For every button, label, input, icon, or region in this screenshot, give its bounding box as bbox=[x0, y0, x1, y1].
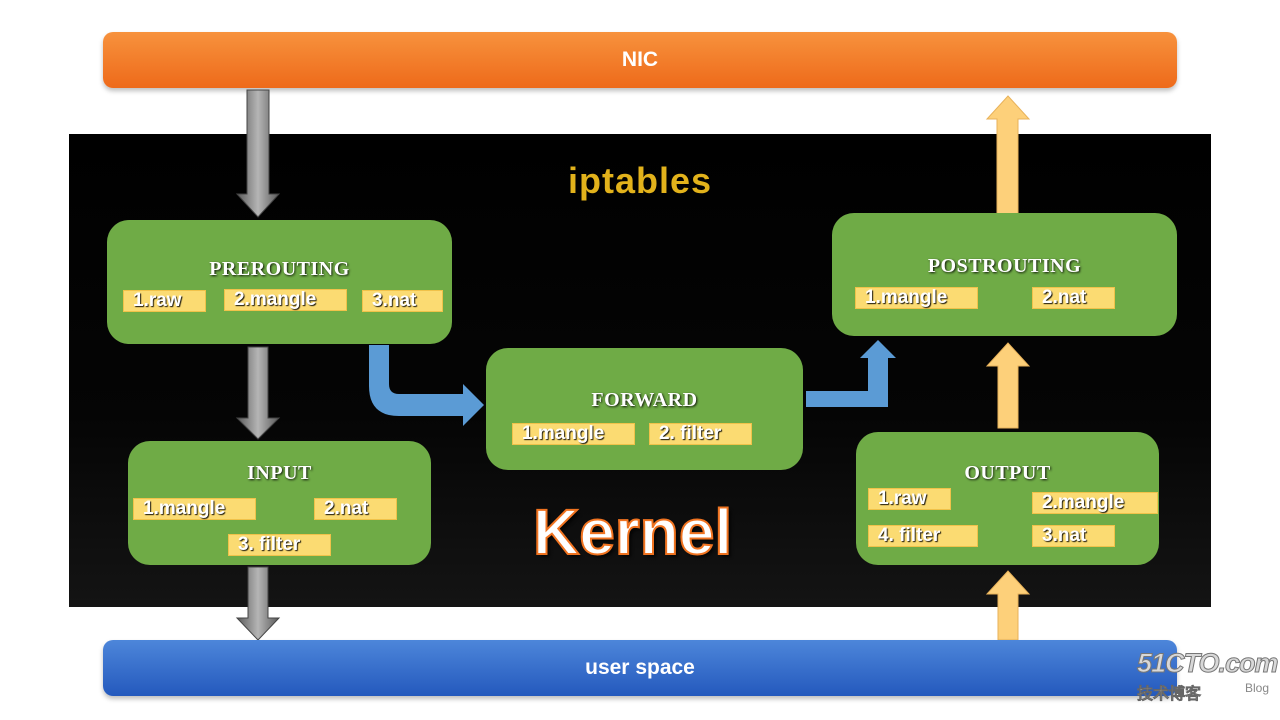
table-input-mangle: 1.mangle bbox=[133, 498, 256, 520]
table-forward-mangle: 1.mangle bbox=[512, 423, 635, 445]
arrow-input-to-userspace bbox=[235, 566, 281, 641]
user-space-bar: user space bbox=[103, 640, 1177, 696]
kernel-label: Kernel bbox=[532, 495, 733, 569]
chain-prerouting: PREROUTING 1.raw 2.mangle 3.nat bbox=[107, 220, 452, 344]
table-output-filter: 4. filter bbox=[868, 525, 978, 547]
arrow-prerouting-to-forward bbox=[369, 345, 484, 426]
chain-input: INPUT 1.mangle 2.nat 3. filter bbox=[128, 441, 431, 565]
iptables-title: iptables bbox=[567, 160, 713, 201]
watermark-site: 51CTO.com bbox=[1137, 648, 1280, 679]
arrow-nic-to-prerouting bbox=[235, 89, 281, 218]
table-input-filter: 3. filter bbox=[228, 534, 331, 556]
arrow-userspace-to-output bbox=[985, 570, 1031, 641]
chain-input-name: INPUT bbox=[247, 462, 312, 484]
chain-forward: FORWARD 1.mangle 2. filter bbox=[486, 348, 803, 470]
user-space-label: user space bbox=[585, 656, 695, 679]
table-output-raw: 1.raw bbox=[868, 488, 951, 510]
table-postrouting-mangle: 1.mangle bbox=[855, 287, 978, 309]
table-output-mangle: 2.mangle bbox=[1032, 492, 1158, 514]
arrow-prerouting-to-input bbox=[235, 346, 281, 440]
nic-label: NIC bbox=[621, 48, 659, 71]
watermark-blog: Blog bbox=[1245, 681, 1270, 695]
arrow-postrouting-to-nic bbox=[985, 95, 1031, 217]
chain-prerouting-name: PREROUTING bbox=[209, 258, 350, 280]
table-input-nat: 2.nat bbox=[314, 498, 397, 520]
chain-output: OUTPUT 1.raw 2.mangle 4. filter 3.nat bbox=[856, 432, 1159, 565]
watermark-sub: 技术博客 bbox=[1137, 686, 1202, 704]
watermark: 51CTO.com 技术博客 Blog bbox=[1137, 648, 1280, 706]
table-prerouting-nat: 3.nat bbox=[362, 290, 443, 312]
nic-bar: NIC bbox=[103, 32, 1177, 88]
chain-output-name: OUTPUT bbox=[964, 462, 1051, 484]
table-postrouting-nat: 2.nat bbox=[1032, 287, 1115, 309]
table-prerouting-mangle: 2.mangle bbox=[224, 289, 347, 311]
chain-postrouting: POSTROUTING 1.mangle 2.nat bbox=[832, 213, 1177, 336]
chain-forward-name: FORWARD bbox=[591, 389, 698, 411]
arrow-forward-to-postrouting bbox=[806, 340, 896, 407]
chain-postrouting-name: POSTROUTING bbox=[927, 255, 1082, 277]
table-forward-filter: 2. filter bbox=[649, 423, 752, 445]
table-output-nat: 3.nat bbox=[1032, 525, 1115, 547]
table-prerouting-raw: 1.raw bbox=[123, 290, 206, 312]
arrow-output-to-postrouting bbox=[985, 342, 1031, 429]
